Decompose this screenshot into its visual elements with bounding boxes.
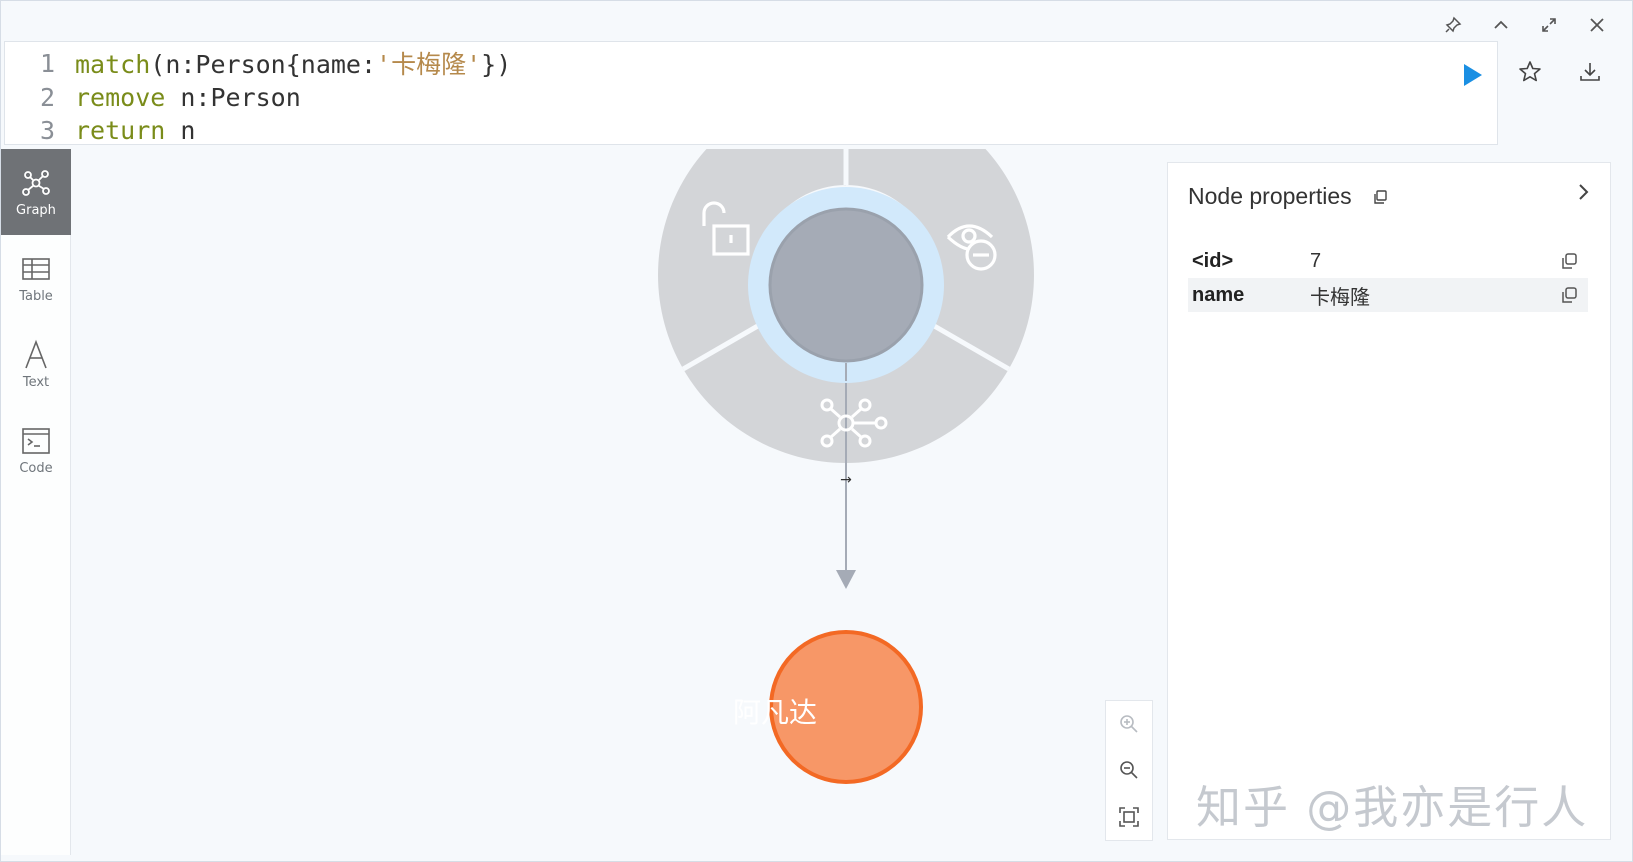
graph-visualization: → bbox=[658, 149, 1034, 784]
code-line: 2 remove n:Person bbox=[5, 80, 301, 114]
sidebar-item-text[interactable]: Text bbox=[1, 321, 71, 407]
zoom-controls bbox=[1105, 700, 1153, 841]
text-icon bbox=[25, 339, 47, 368]
expand-icon[interactable] bbox=[1536, 13, 1562, 37]
code-keyword: match bbox=[75, 50, 151, 79]
panel-title: Node properties bbox=[1188, 183, 1352, 209]
properties-panel: Node properties <id> 7 name 卡梅隆 bbox=[1167, 162, 1611, 840]
copy-icon[interactable] bbox=[1560, 286, 1578, 304]
chevron-right-icon[interactable] bbox=[1572, 181, 1594, 203]
watermark: 知乎 @我亦是行人 bbox=[1196, 781, 1589, 834]
code-text: remove n:Person bbox=[75, 83, 301, 112]
code-keyword: remove bbox=[75, 82, 166, 112]
code-text: return n bbox=[75, 116, 195, 145]
close-icon[interactable] bbox=[1584, 13, 1610, 37]
code-line: 1 match(n:Person{name:'卡梅隆'}) bbox=[5, 46, 511, 80]
table-icon bbox=[22, 257, 50, 280]
relationship-arrow bbox=[836, 570, 856, 589]
code-text: match(n:Person{name:'卡梅隆'}) bbox=[75, 45, 511, 81]
play-icon[interactable] bbox=[1456, 59, 1488, 91]
sidebar-item-label: Code bbox=[19, 460, 53, 476]
relationship-label: → bbox=[840, 472, 852, 488]
selected-node[interactable] bbox=[768, 207, 924, 363]
query-editor[interactable]: 1 match(n:Person{name:'卡梅隆'}) 2 remove n… bbox=[4, 41, 1498, 145]
sidebar-item-label: Text bbox=[22, 374, 50, 390]
property-key: name bbox=[1192, 283, 1245, 306]
zoom-out-icon[interactable] bbox=[1117, 758, 1141, 782]
unlock-icon bbox=[702, 201, 750, 256]
code-fragment: }) bbox=[481, 50, 512, 79]
hide-icon bbox=[946, 224, 997, 271]
code-icon bbox=[22, 427, 50, 454]
copy-icon[interactable] bbox=[1560, 252, 1578, 270]
sidebar-item-table[interactable]: Table bbox=[1, 235, 71, 321]
collapse-up-icon[interactable] bbox=[1488, 13, 1514, 37]
target-node-label: 阿凡达 bbox=[732, 696, 817, 729]
view-sidebar: Graph Table Text Code bbox=[1, 149, 71, 855]
sidebar-item-label: Table bbox=[19, 288, 53, 304]
download-icon[interactable] bbox=[1577, 59, 1603, 85]
line-number: 2 bbox=[39, 82, 55, 112]
property-value: 7 bbox=[1310, 249, 1322, 272]
expand-relationships-icon bbox=[820, 398, 888, 448]
line-number: 1 bbox=[39, 48, 55, 78]
property-row: <id> 7 bbox=[1188, 244, 1588, 278]
target-node[interactable] bbox=[769, 630, 923, 784]
sidebar-item-code[interactable]: Code bbox=[1, 407, 71, 493]
fit-icon[interactable] bbox=[1117, 805, 1141, 829]
sidebar-item-label: Graph bbox=[16, 202, 56, 218]
window-controls bbox=[1440, 13, 1610, 37]
zoom-in-icon[interactable] bbox=[1117, 712, 1141, 736]
code-fragment: (n:Person{name: bbox=[150, 50, 377, 79]
code-fragment: n:Person bbox=[165, 82, 301, 112]
property-key: <id> bbox=[1192, 249, 1234, 272]
pin-icon[interactable] bbox=[1440, 13, 1466, 37]
graph-canvas[interactable]: → bbox=[71, 149, 1165, 855]
code-fragment: n bbox=[165, 115, 196, 145]
code-string: '卡梅隆' bbox=[376, 50, 482, 79]
code-keyword: return bbox=[75, 115, 166, 145]
property-row: name 卡梅隆 bbox=[1188, 278, 1588, 312]
graph-icon bbox=[22, 169, 50, 196]
line-number: 3 bbox=[39, 115, 55, 145]
sidebar-item-graph[interactable]: Graph bbox=[1, 149, 71, 235]
property-value: 卡梅隆 bbox=[1310, 286, 1370, 309]
code-line: 3 return n bbox=[5, 113, 195, 147]
star-icon[interactable] bbox=[1517, 59, 1543, 85]
copy-icon[interactable] bbox=[1373, 190, 1387, 204]
